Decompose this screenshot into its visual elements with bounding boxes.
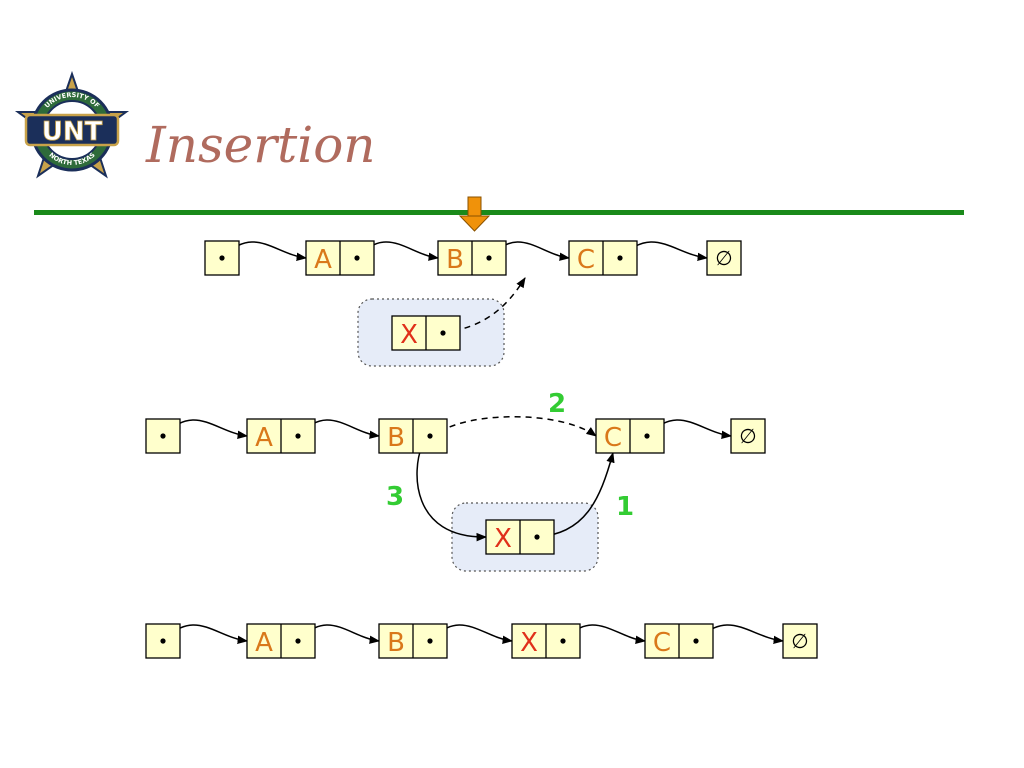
- row3-node-b-label: B: [387, 628, 405, 658]
- row1-node-a: A: [305, 240, 375, 276]
- row1-new-node-x: X: [391, 315, 461, 351]
- insert-position-pointer: [458, 196, 491, 232]
- row2-node-c-label: C: [604, 423, 622, 453]
- row1-node-b: B: [437, 240, 507, 276]
- row3-node-c-label: C: [653, 628, 671, 658]
- logo-banner: [24, 113, 120, 147]
- row2-node-b-next-dot: [427, 433, 433, 439]
- row2-node-b-label: B: [387, 423, 405, 453]
- row1-new-node-x-next-dot: [440, 330, 446, 336]
- row2-new-node-x: X: [485, 519, 555, 555]
- row1-node-a-label: A: [314, 245, 332, 275]
- step-number-3: 3: [386, 482, 404, 512]
- row2-new-node-x-next-dot: [534, 534, 540, 540]
- row1-null-4: ∅: [706, 240, 742, 276]
- row2-arrow-b-c-dashed: [439, 416, 597, 437]
- list-nodes: A B C ∅ X A B C ∅ X A B X C ∅: [145, 240, 818, 659]
- row3-node-a-next-dot: [295, 638, 301, 644]
- row1-node-c-label: C: [577, 245, 595, 275]
- unt-logo: UNIVERSITY OF NORTH TEXAS UNT: [14, 70, 130, 179]
- row3-null-5-symbol: ∅: [791, 629, 808, 653]
- row3-node-a: A: [246, 623, 316, 659]
- logo-text: UNT: [42, 117, 103, 147]
- title-divider: [34, 210, 964, 215]
- row3-node-x: X: [511, 623, 581, 659]
- row3-head-0: [145, 623, 181, 659]
- row1-null-4-symbol: ∅: [715, 246, 732, 270]
- row3-node-x-label: X: [520, 628, 538, 658]
- row3-null-5: ∅: [782, 623, 818, 659]
- row2-new-node-x-label: X: [494, 524, 512, 554]
- row2-node-b: B: [378, 418, 448, 454]
- row3-head-0-dot: [160, 638, 166, 644]
- row3-node-x-next-dot: [560, 638, 566, 644]
- row2-node-a-next-dot: [295, 433, 301, 439]
- slide-title: Insertion: [145, 116, 376, 174]
- row1-node-a-next-dot: [354, 255, 360, 261]
- row1-node-b-label: B: [446, 245, 464, 275]
- step-number-1: 1: [616, 492, 634, 522]
- row1-head-0-dot: [219, 255, 225, 261]
- row2-node-c: C: [595, 418, 665, 454]
- row3-node-b-next-dot: [427, 638, 433, 644]
- row1-head-0: [204, 240, 240, 276]
- row1-node-b-next-dot: [486, 255, 492, 261]
- row2-null-4-symbol: ∅: [739, 424, 756, 448]
- row3-node-c: C: [644, 623, 714, 659]
- row2-head-0: [145, 418, 181, 454]
- row2-arrow-b-to-x: [416, 445, 488, 542]
- row3-node-b: B: [378, 623, 448, 659]
- row2-node-a-label: A: [255, 423, 273, 453]
- row1-new-node-x-label: X: [400, 320, 418, 350]
- row1-node-c: C: [568, 240, 638, 276]
- row2-null-4: ∅: [730, 418, 766, 454]
- step-number-2: 2: [548, 389, 566, 419]
- row2-node-c-next-dot: [644, 433, 650, 439]
- row2-head-0-dot: [160, 433, 166, 439]
- row2-node-a: A: [246, 418, 316, 454]
- row3-node-c-next-dot: [693, 638, 699, 644]
- row1-node-c-next-dot: [617, 255, 623, 261]
- row3-node-a-label: A: [255, 628, 273, 658]
